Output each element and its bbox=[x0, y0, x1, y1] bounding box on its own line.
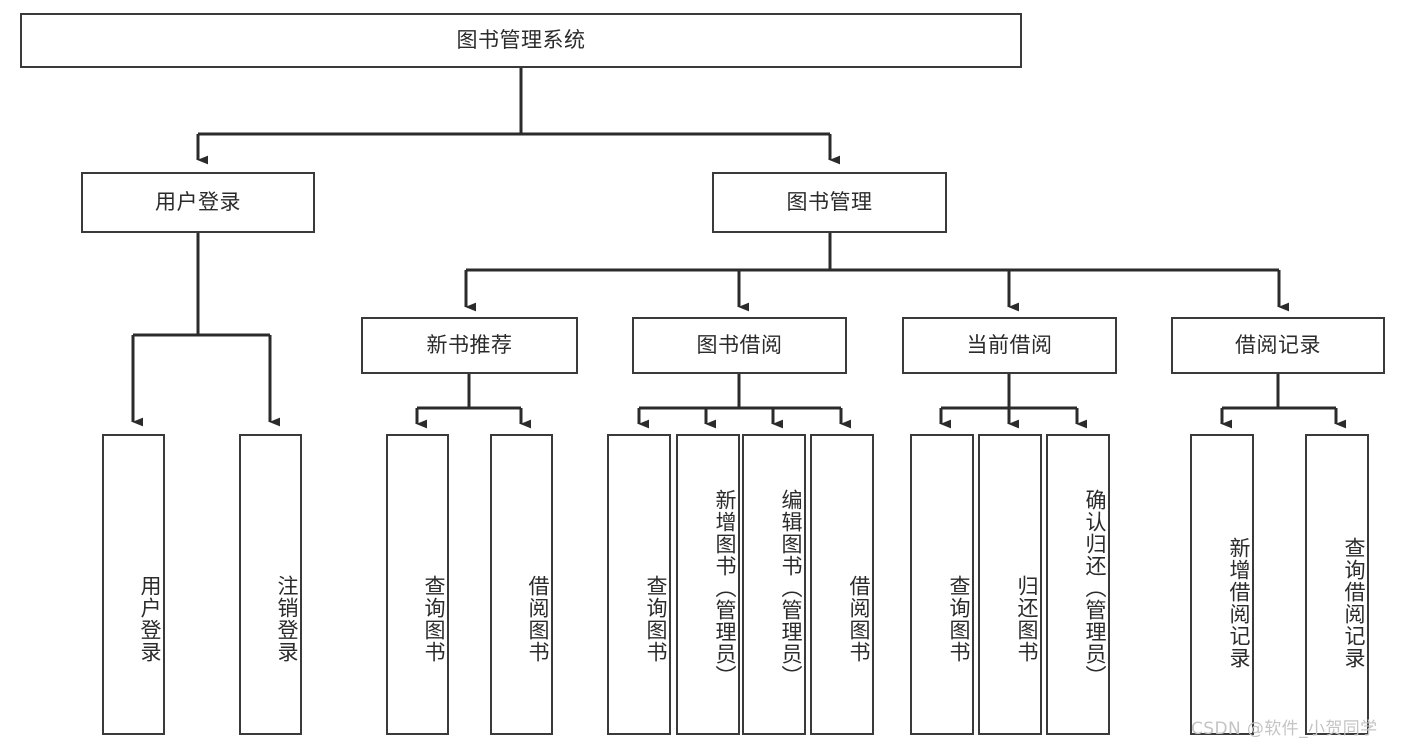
node-root[interactable]: 图书管理系统 bbox=[20, 13, 1022, 68]
leaf-return-book[interactable]: 归还图书 bbox=[978, 434, 1042, 735]
leaf-query-record[interactable]: 查询借阅记录 bbox=[1305, 434, 1369, 735]
leaf-add-book[interactable]: 新增图书（管理员） bbox=[676, 434, 740, 735]
node-current-borrow[interactable]: 当前借阅 bbox=[902, 317, 1117, 374]
leaf-query-book-2[interactable]: 查询图书 bbox=[607, 434, 671, 735]
node-book-borrow[interactable]: 图书借阅 bbox=[632, 317, 847, 374]
leaf-logout[interactable]: 注销登录 bbox=[239, 434, 302, 735]
leaf-query-book-3[interactable]: 查询图书 bbox=[910, 434, 974, 735]
leaf-confirm-return[interactable]: 确认归还（管理员） bbox=[1046, 434, 1110, 735]
leaf-borrow-book-2[interactable]: 借阅图书 bbox=[810, 434, 874, 735]
node-user-login[interactable]: 用户登录 bbox=[81, 172, 315, 233]
node-new-book-recommend[interactable]: 新书推荐 bbox=[361, 317, 578, 374]
leaf-add-record[interactable]: 新增借阅记录 bbox=[1190, 434, 1254, 735]
csdn-watermark: CSDN @软件_小贺同学 bbox=[1191, 719, 1378, 739]
node-book-manage[interactable]: 图书管理 bbox=[712, 172, 947, 233]
node-borrow-record[interactable]: 借阅记录 bbox=[1171, 317, 1385, 374]
leaf-borrow-book-1[interactable]: 借阅图书 bbox=[490, 434, 553, 735]
leaf-query-book-1[interactable]: 查询图书 bbox=[386, 434, 449, 735]
leaf-edit-book[interactable]: 编辑图书（管理员） bbox=[742, 434, 806, 735]
leaf-user-login[interactable]: 用户登录 bbox=[102, 434, 165, 735]
